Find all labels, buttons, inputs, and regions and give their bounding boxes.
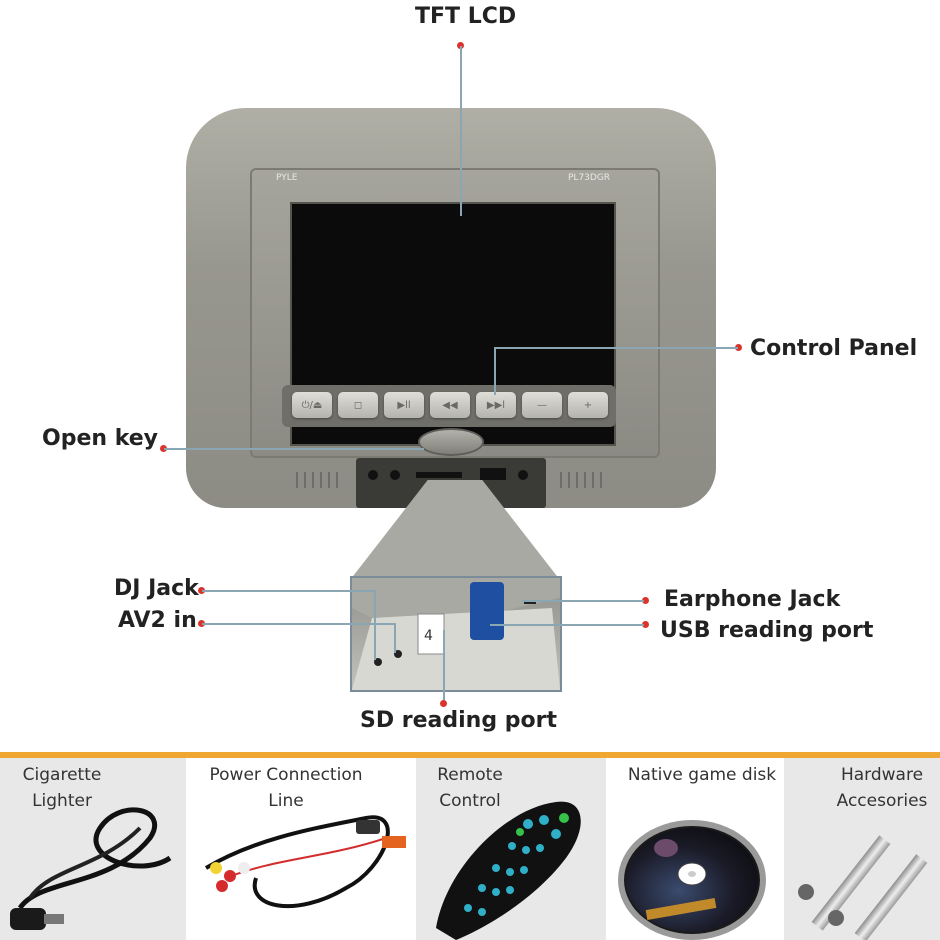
accessory-label: Power Connection [209,765,363,785]
leader-line [202,623,394,625]
brand-label: PYLE [276,173,298,183]
callout-dj-jack: DJ Jack [114,576,199,601]
leader-line [460,46,462,216]
volume-up-button: + [568,392,608,418]
callout-dot [440,700,447,707]
callout-dot [457,42,464,49]
callout-control-panel: Control Panel [750,336,918,361]
accessory-tile-cigarette-lighter: Cigarette Lighter [0,758,186,940]
left-vent [296,472,344,488]
accessory-label: Native game disk [627,765,777,785]
callout-dot [642,621,649,628]
callout-tft-lcd: TFT LCD [415,4,517,29]
volume-down-button: — [522,392,562,418]
accessory-tile-power-connection-line: Power Connection Line [186,758,416,940]
leader-line [394,623,396,653]
callout-open-key: Open key [42,426,158,451]
stop-button: ◻ [338,392,378,418]
accessory-tile-remote-control: Remote Control [416,758,606,940]
cigarette-lighter-image [10,807,172,930]
right-vent [560,472,608,488]
leader-line [374,590,376,660]
leader-line [443,630,445,704]
leader-line [202,590,374,592]
previous-button: ◀◀ [430,392,470,418]
headrest-posts-image [798,835,928,940]
model-label: PL73DGR [568,173,611,183]
callout-usb-port: USB reading port [660,618,874,643]
leader-line [522,600,644,602]
game-disc-image [618,820,766,940]
accessory-label: Control [439,791,501,811]
accessory-label: Cigarette [22,765,102,785]
accessory-label: Remote [437,765,503,785]
callout-sd-port: SD reading port [360,708,557,733]
leader-line [164,448,424,450]
next-button: ▶▶l [476,392,516,418]
accessory-tile-native-game-disk: Native game disk [606,758,784,940]
callout-dot [198,587,205,594]
leader-line [494,347,738,349]
power-eject-button: ⏻/⏏ [292,392,332,418]
remote-control-image [436,801,581,940]
callout-av2-in: AV2 in [118,608,197,633]
accessory-tile-hardware-accessories: Hardware Accesories [784,758,940,940]
ports-closeup-drawing: 4 [352,578,560,690]
callout-dot [198,620,205,627]
svg-text:4: 4 [424,628,433,644]
accessory-label: Hardware [840,765,924,785]
power-cable-image [204,815,406,909]
leader-line [494,347,496,395]
accessory-label: Line [268,791,304,811]
callout-earphone-jack: Earphone Jack [664,587,841,612]
ports-closeup: 4 [350,576,562,692]
play-pause-button: ▶ll [384,392,424,418]
accessory-label: Lighter [32,791,92,811]
callout-dot [160,445,167,452]
callout-dot [735,344,742,351]
leader-line [490,624,644,626]
accent-divider [0,752,940,758]
callout-dot [642,597,649,604]
open-key-button [418,428,484,456]
accessory-label: Accesories [836,791,928,811]
